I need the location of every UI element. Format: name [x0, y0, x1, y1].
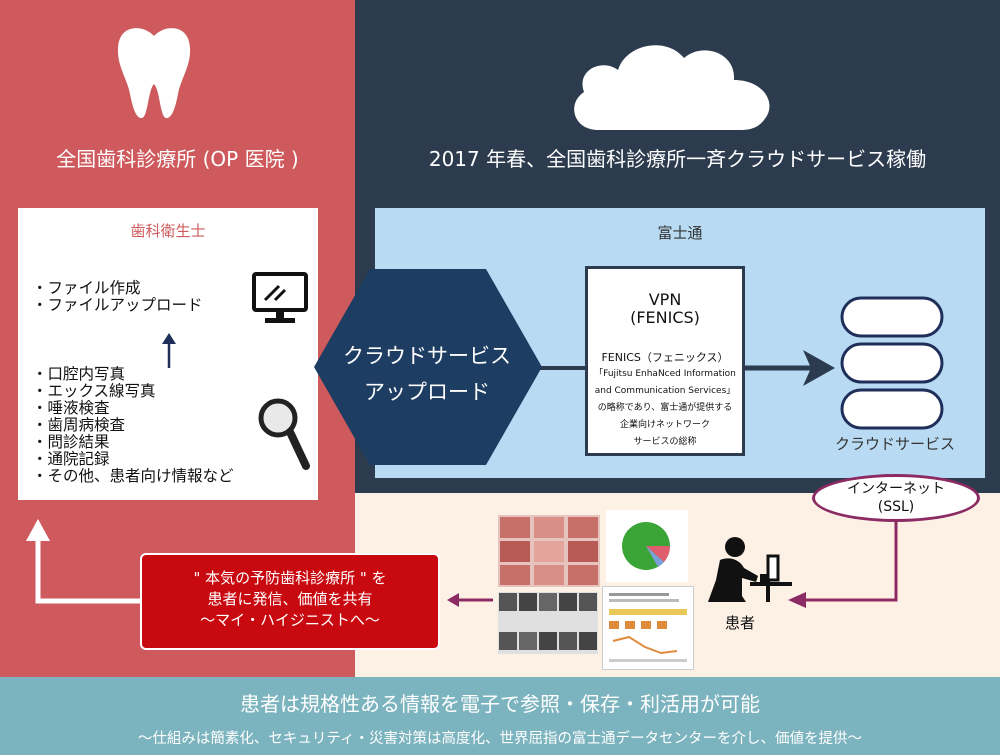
- magnifier-icon: [258, 398, 310, 470]
- list-item: ・通院記録: [32, 450, 110, 468]
- xray-thumbnail: [498, 592, 598, 654]
- vpn-box: VPN (FENICS) FENICS（フェニックス） 「Fujitsu Enh…: [585, 266, 745, 456]
- left-arrow-icon: [447, 593, 493, 607]
- service-title: 2017 年春、全国歯科診療所一斉クラウドサービス稼働: [428, 147, 927, 171]
- bottom-band: [0, 677, 1000, 755]
- list-item: ・問診結果: [32, 433, 110, 451]
- message-box: " 本気の予防歯科診療所 " を 患者に発信、価値を共有 〜マイ・ハイジニストへ…: [140, 553, 440, 650]
- list-item: ・唾液検査: [32, 399, 110, 417]
- upload-label-line: アップロード: [364, 380, 490, 404]
- cloud-service-label: クラウドサービス: [834, 435, 955, 453]
- right-arrow-icon: [745, 350, 835, 386]
- patient-label: 患者: [725, 614, 756, 632]
- list-item: ・その他、患者向け情報など: [32, 467, 234, 485]
- fujitsu-title: 富士通: [657, 224, 703, 242]
- fenics-description: FENICS（フェニックス） 「Fujitsu EnhaNced Informa…: [588, 349, 742, 451]
- ssl-label: (SSL): [877, 499, 915, 515]
- vpn-title: VPN (FENICS): [588, 291, 742, 327]
- tooth-icon: [117, 28, 191, 119]
- clinic-title: 全国歯科診療所 (OP 医院 ): [56, 147, 299, 171]
- list-item: ・口腔内写真: [32, 365, 126, 383]
- up-arrow-icon: [162, 333, 176, 368]
- fenics-line: 「Fujitsu EnhaNced Information: [594, 369, 736, 379]
- intraoral-photos-thumbnail: [498, 515, 600, 587]
- fenics-line: 企業向けネットワーク: [619, 420, 710, 430]
- message-line: " 本気の予防歯科診療所 " を: [193, 569, 387, 587]
- fenics-line: サービスの総称: [633, 437, 697, 447]
- file-task-list: ・ファイル作成 ・ファイルアップロード: [32, 280, 203, 314]
- fenics-line: の略称であり、富士通が提供する: [597, 403, 733, 413]
- patient-at-computer-icon: [708, 537, 792, 602]
- fenics-line: and Communication Services」: [594, 386, 736, 396]
- hygienist-title: 歯科衛生士: [130, 222, 206, 240]
- fenics-line: FENICS（フェニックス）: [601, 351, 729, 364]
- pie-chart-thumbnail: [606, 510, 688, 582]
- list-item: ・ファイルアップロード: [32, 296, 203, 314]
- upload-label-line: クラウドサービス: [343, 344, 511, 368]
- database-icon: [840, 296, 944, 430]
- message-line: 〜マイ・ハイジニストへ〜: [200, 611, 380, 629]
- connector-line: [530, 366, 586, 370]
- report-thumbnail: [602, 586, 694, 670]
- list-item: ・歯周病検査: [32, 416, 126, 434]
- bottom-main-text: 患者は規格性ある情報を電子で参照・保存・利活用が可能: [240, 692, 760, 716]
- monitor-icon: [252, 272, 308, 323]
- internet-ssl-badge: インターネット (SSL): [812, 474, 980, 522]
- upload-label: クラウドサービス アップロード: [312, 338, 542, 410]
- internet-label: インターネット: [847, 481, 945, 497]
- return-arrow-icon: [26, 519, 140, 604]
- vpn-title-line: (FENICS): [630, 308, 700, 327]
- vpn-title-line: VPN: [648, 290, 682, 309]
- hygienist-box: 歯科衛生士 ・ファイル作成 ・ファイルアップロード ・口腔内写真 ・エックス線写…: [18, 208, 318, 500]
- patient-info-list: ・口腔内写真 ・エックス線写真 ・唾液検査 ・歯周病検査 ・問診結果 ・通院記録…: [32, 366, 234, 485]
- upload-hexagon: [314, 269, 542, 465]
- cloud-icon: [574, 45, 770, 130]
- list-item: ・ファイル作成: [32, 279, 141, 297]
- list-item: ・エックス線写真: [32, 382, 156, 400]
- bottom-sub-text: 〜仕組みは簡素化、セキュリティ・災害対策は高度化、世界屈指の富士通データセンター…: [137, 731, 863, 747]
- internet-connector: [788, 518, 898, 608]
- message-line: 患者に発信、価値を共有: [207, 590, 373, 608]
